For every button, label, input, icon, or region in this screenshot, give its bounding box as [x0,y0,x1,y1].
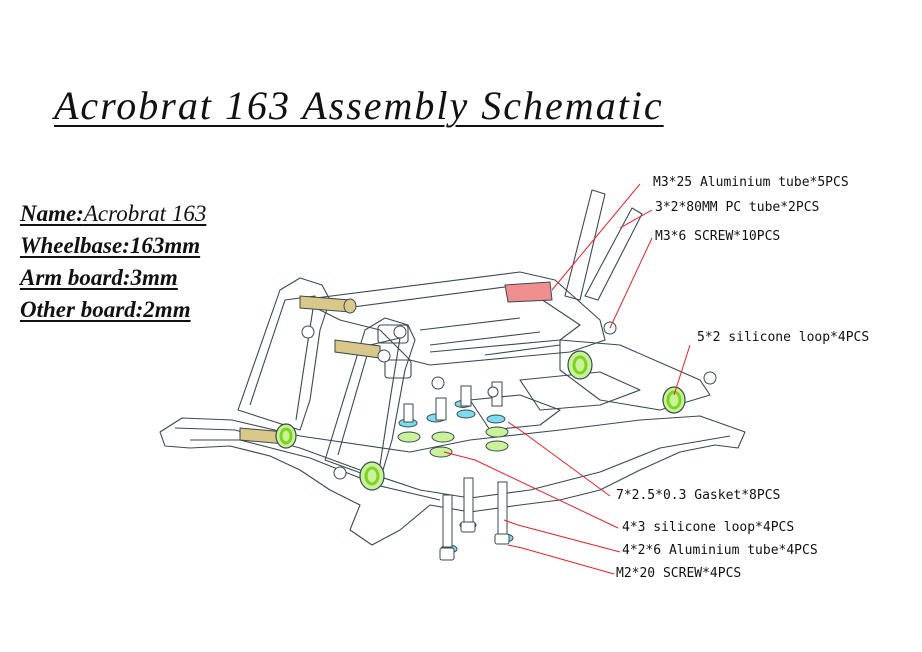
leader-aluminium-4x2x6 [503,519,621,553]
leader-pc-tube [619,209,653,229]
silicone-flat-2 [429,446,453,458]
silicone-loop-4 [275,423,297,449]
leader-gasket [507,421,611,497]
silicone-flat-4 [431,431,455,443]
screw-long-1 [442,494,453,548]
spec-wheelbase: Wheelbase:163mm [20,233,201,258]
top-plate [299,271,606,366]
spec-other-board: Other board:2mm [20,297,191,322]
silicone-loop-3 [359,461,385,491]
callout-aluminium-4x2x6: 4*2*6 Aluminium tube*4PCS [622,543,818,558]
screw-long-2 [463,477,474,523]
screw-8 [487,386,499,398]
gasket-3 [486,414,506,424]
screw-2 [703,371,717,385]
spec-name: Name:Acrobrat 163 [20,198,206,230]
rear-upright-2 [324,317,416,481]
callout-m2-screw: M2*20 SCREW*4PCS [616,566,742,581]
diagram-title: Acrobrat 163 Assembly Schematic [54,83,664,128]
spec-name-label: Name: [20,201,84,226]
callout-pc-tube: 3*2*80MM PC tube*2PCS [655,200,820,215]
silicone-loop-1 [662,386,686,414]
leader-m2-screw [507,544,615,575]
silicone-flat-3 [485,440,509,452]
silicone-loop-2 [567,350,593,380]
screw-3 [393,325,407,339]
spec-name-value: Acrobrat 163 [83,201,207,226]
spec-list: Name:Acrobrat 163 Wheelbase:163mm Arm bo… [20,198,206,326]
screw-4 [431,376,445,390]
leader-m3-screw [609,237,653,329]
standoff-4 [403,403,414,423]
screw-5 [333,466,347,480]
leader-silicone-5x2 [673,344,691,396]
pc-tube-mount [504,281,553,303]
callout-aluminium-tube: M3*25 Aluminium tube*5PCS [653,175,849,190]
callout-m3-screw: M3*6 SCREW*10PCS [655,229,781,244]
callout-gasket: 7*2.5*0.3 Gasket*8PCS [616,488,781,503]
spec-arm-board: Arm board:3mm [20,265,178,290]
standoff-1 [435,397,447,421]
pc-tube-1 [564,189,606,301]
pc-tube-2 [584,207,643,301]
silicone-flat-1 [397,431,421,443]
callout-silicone-5x2: 5*2 silicone loop*4PCS [697,330,870,345]
standoff-2 [460,385,472,407]
aluminium-tube-2 [334,339,381,359]
leader-aluminium-tube [551,183,641,291]
aluminium-tube-1 [299,295,351,313]
leader-silicone-4x3 [443,451,619,529]
screw-6 [301,325,315,339]
gasket-2 [456,409,476,419]
bottom-plate [159,415,746,546]
screw-long-3 [497,481,508,535]
screw-7 [377,349,391,363]
callout-silicone-4x3: 4*3 silicone loop*4PCS [622,520,795,535]
